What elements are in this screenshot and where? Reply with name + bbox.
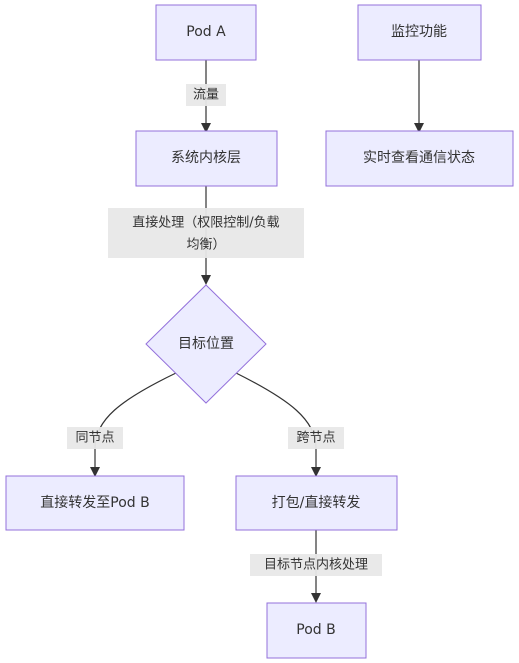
node-kernel: 系统内核层 [135, 130, 278, 187]
node-direct-forward-label: 直接转发至Pod B [40, 494, 149, 511]
node-realtime: 实时查看通信状态 [325, 130, 514, 187]
node-kernel-label: 系统内核层 [171, 150, 241, 166]
edge-label-direct-process: 直接处理（权限控制/负载 均衡） [108, 208, 304, 258]
edge-decision-pack [235, 372, 321, 477]
edge-label-same-node: 同节点 [67, 427, 123, 449]
node-pack-forward: 打包/直接转发 [235, 475, 398, 531]
edge-label-traffic: 流量 [186, 84, 226, 106]
edge-label-target-kernel: 目标节点内核处理 [250, 554, 382, 576]
edge-label-target-kernel-text: 目标节点内核处理 [264, 557, 368, 573]
node-decision: 目标位置 [145, 284, 267, 404]
node-pod-a: Pod A [155, 4, 257, 61]
node-realtime-label: 实时查看通信状态 [363, 150, 475, 166]
node-pod-a-label: Pod A [186, 24, 226, 40]
node-monitor: 监控功能 [357, 4, 482, 61]
node-pack-forward-label: 打包/直接转发 [272, 494, 361, 511]
node-pod-b-label: Pod B [296, 622, 335, 638]
edge-label-direct-process-line1: 直接处理（权限控制/负载 [132, 215, 279, 231]
node-decision-label: 目标位置 [178, 336, 234, 352]
node-pod-b: Pod B [266, 602, 367, 659]
edge-decision-direct [90, 372, 177, 477]
node-direct-forward: 直接转发至Pod B [5, 475, 185, 531]
edge-label-same-node-text: 同节点 [75, 431, 114, 446]
edge-label-cross-node: 跨节点 [288, 427, 344, 449]
edge-label-traffic-text: 流量 [193, 88, 219, 103]
node-monitor-label: 监控功能 [391, 24, 447, 40]
edge-label-cross-node-text: 跨节点 [296, 431, 335, 446]
edge-label-direct-process-line2: 均衡） [186, 238, 225, 253]
